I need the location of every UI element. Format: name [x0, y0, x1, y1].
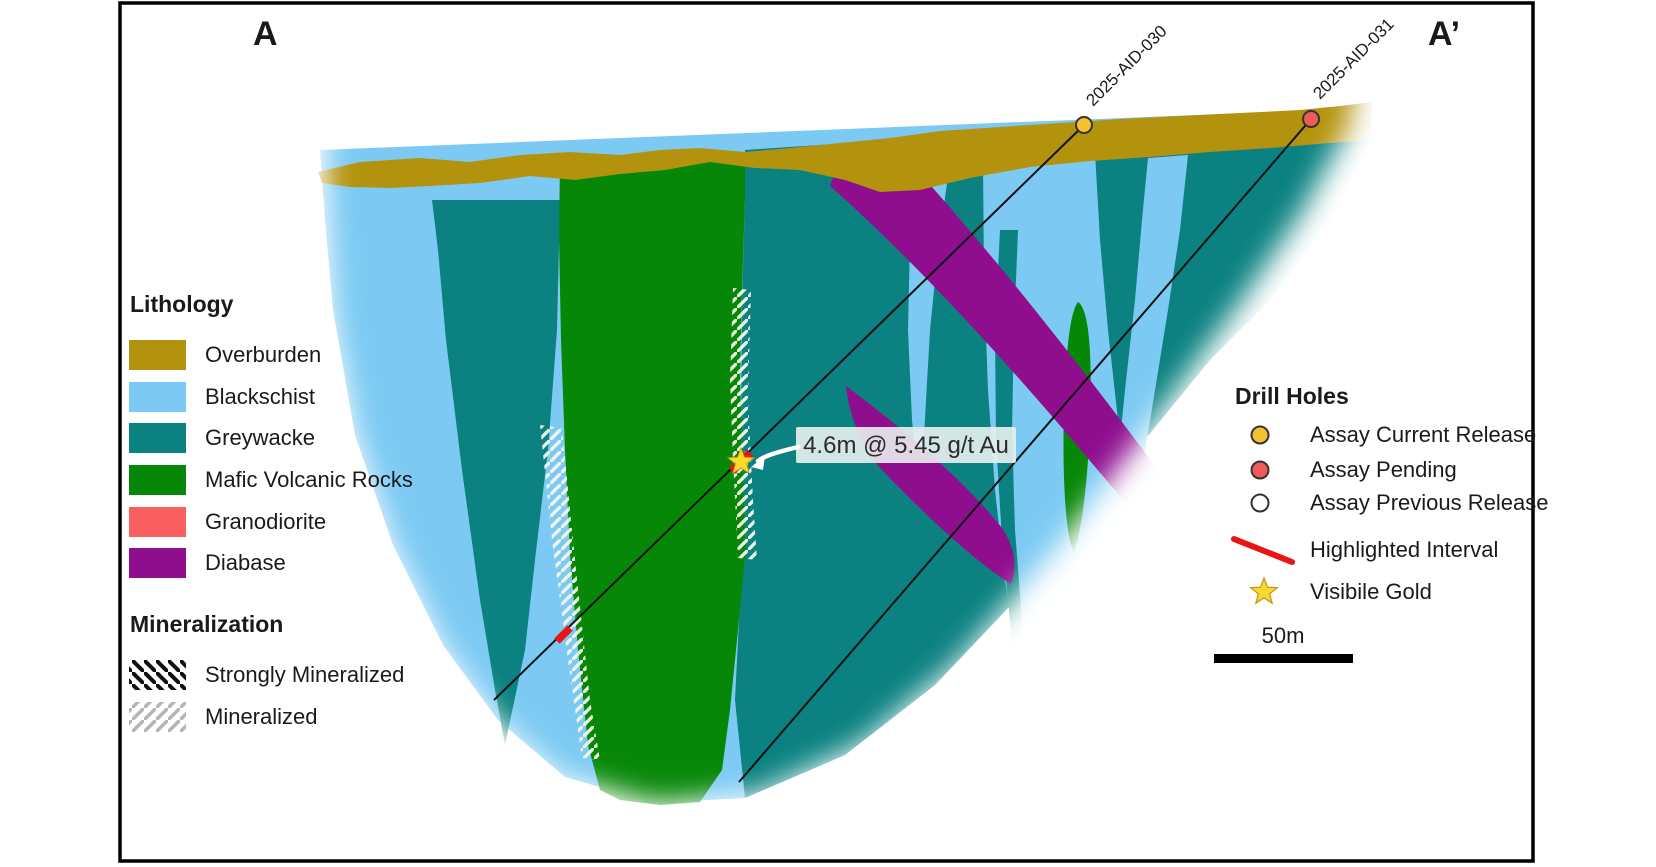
- swatch-blackschist: [129, 382, 186, 412]
- mineralized-zone-left: [540, 425, 600, 760]
- swatch-diabase: [129, 548, 186, 578]
- legend-highlighted-interval-line: [1231, 536, 1295, 565]
- label-diabase: Diabase: [205, 550, 286, 575]
- greywacke-layer-left: [432, 200, 560, 745]
- mafic-volcanic-layer: [559, 160, 746, 805]
- swatch-strongly-mineralized: [129, 660, 186, 690]
- drill-holes-title: Drill Holes: [1235, 383, 1349, 409]
- label-overburden: Overburden: [205, 342, 321, 367]
- label-granodiorite: Granodiorite: [205, 509, 326, 534]
- overburden-layer: [318, 102, 1372, 192]
- swatch-greywacke: [129, 423, 186, 453]
- highlighted-interval-lower: [554, 625, 573, 644]
- label-blackschist: Blackschist: [205, 384, 315, 409]
- section-label-a-prime: A’: [1428, 15, 1460, 53]
- label-mineralized: Mineralized: [205, 704, 318, 729]
- collar-030: [1075, 116, 1093, 134]
- annotation-text: 4.6m @ 5.45 g/t Au: [803, 432, 1009, 459]
- scale-bar: 50m: [1214, 623, 1353, 663]
- legend-circle-pending: [1250, 460, 1270, 480]
- legend-circle-previous: [1250, 493, 1270, 513]
- assay-annotation: 4.6m @ 5.45 g/t Au: [751, 427, 1016, 470]
- annotation-arrowhead: [751, 456, 765, 470]
- label-visible-gold: Visibile Gold: [1310, 579, 1432, 604]
- label-highlighted-interval: Highlighted Interval: [1310, 537, 1498, 562]
- section-label-a: A: [253, 15, 278, 53]
- swatch-granodiorite: [129, 507, 186, 537]
- diabase-dike-main: [830, 160, 1185, 570]
- drill-trace-031: [738, 118, 1312, 783]
- collar-031: [1302, 110, 1320, 128]
- mineralization-title: Mineralization: [130, 611, 283, 637]
- swatch-mafic: [129, 465, 186, 495]
- drill-holes-legend: Drill Holes Assay Current Release Assay …: [1231, 383, 1548, 604]
- label-assay-current: Assay Current Release: [1310, 422, 1536, 447]
- label-assay-previous: Assay Previous Release: [1310, 490, 1548, 515]
- scale-bar-label: 50m: [1262, 623, 1305, 648]
- legend-circle-current: [1250, 425, 1270, 445]
- annotation-box: [796, 427, 1016, 463]
- label-greywacke: Greywacke: [205, 425, 315, 450]
- blackschist-band-c: [1105, 155, 1188, 655]
- label-assay-pending: Assay Pending: [1310, 457, 1457, 482]
- drill-trace-030: [493, 124, 1085, 701]
- mineralization-legend: Mineralization Strongly Mineralized Mine…: [129, 611, 404, 732]
- lithology-title: Lithology: [130, 291, 234, 317]
- label-mafic: Mafic Volcanic Rocks: [205, 467, 413, 492]
- scale-bar-line: [1214, 654, 1353, 663]
- annotation-arrow: [755, 444, 801, 464]
- label-strongly-mineralized: Strongly Mineralized: [205, 662, 404, 687]
- lithology-legend: Lithology Overburden Blackschist Greywac…: [129, 291, 413, 578]
- swatch-mineralized: [129, 702, 186, 732]
- swatch-overburden: [129, 340, 186, 370]
- mineralized-zone-right: [730, 288, 757, 560]
